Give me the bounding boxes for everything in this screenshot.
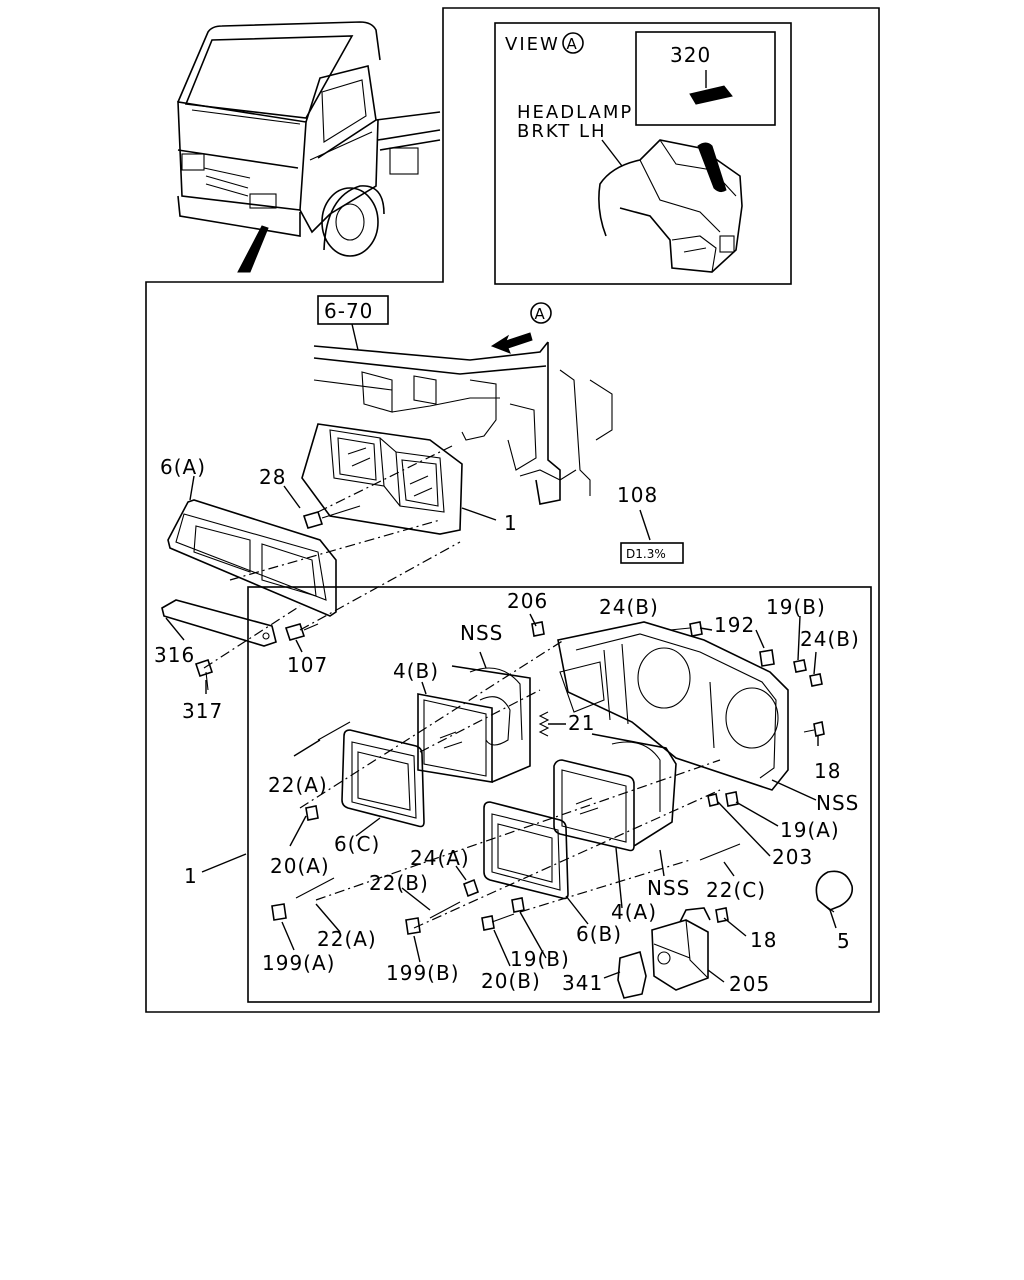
- view-letter: A: [567, 35, 578, 53]
- diagram-frames: [145, 7, 880, 1013]
- label-205: 205: [729, 972, 770, 996]
- label-24a: 24(A): [410, 846, 470, 870]
- label-5: 5: [837, 929, 851, 953]
- upper-assembly: 6-70 A: [161, 295, 684, 691]
- label-199a: 199(A): [262, 951, 335, 975]
- label-nss-c: NSS: [647, 876, 690, 900]
- label-6c: 6(C): [334, 832, 380, 856]
- label-4a: 4(A): [611, 900, 657, 924]
- sticker-108: [620, 542, 684, 564]
- ref-box-label: 6-70: [324, 299, 373, 323]
- label-4b: 4(B): [393, 659, 439, 683]
- sticker-108-text: D1.3%: [626, 547, 666, 561]
- label-nss-a: NSS: [460, 621, 503, 645]
- label-18-b: 18: [750, 928, 777, 952]
- bracket-label-line1: HEADLAMP: [517, 102, 633, 123]
- label-341: 341: [562, 971, 603, 995]
- label-108: 108: [617, 483, 658, 507]
- label-21: 21: [568, 711, 595, 735]
- label-199b: 199(B): [386, 961, 460, 985]
- view-a-detail: VIEW A 320 HEADLAMP BRKT LH: [505, 31, 776, 273]
- label-206: 206: [507, 589, 548, 613]
- label-192: 192: [714, 613, 755, 637]
- truck-overview-illustration: [177, 21, 441, 273]
- label-203: 203: [772, 845, 813, 869]
- label-1-lower: 1: [184, 864, 198, 888]
- lower-assembly: [271, 621, 854, 999]
- label-6b: 6(B): [576, 922, 622, 946]
- label-18-a: 18: [814, 759, 841, 783]
- label-28: 28: [259, 465, 286, 489]
- label-19b-b: 19(B): [510, 947, 570, 971]
- label-19b-a: 19(B): [766, 595, 826, 619]
- label-317: 317: [182, 699, 223, 723]
- leader-lines: [165, 475, 837, 983]
- view-marker-circle: [530, 302, 552, 324]
- label-22a-a: 22(A): [268, 773, 328, 797]
- label-6a: 6(A): [160, 455, 206, 479]
- ref-box-6-70: [317, 295, 389, 325]
- label-22b: 22(B): [369, 871, 429, 895]
- view-label: VIEW: [505, 34, 560, 55]
- label-20a: 20(A): [270, 854, 330, 878]
- label-22a-b: 22(A): [317, 927, 377, 951]
- label-1-upper: 1: [504, 511, 518, 535]
- label-20b: 20(B): [481, 969, 541, 993]
- label-19a: 19(A): [780, 818, 840, 842]
- label-22c: 22(C): [706, 878, 766, 902]
- label-24b-a: 24(B): [599, 595, 659, 619]
- view-letter-circle: [562, 32, 584, 54]
- view-marker-letter: A: [535, 305, 546, 323]
- bracket-label-line2: BRKT LH: [517, 121, 607, 142]
- label-107: 107: [287, 653, 328, 677]
- part-labels: 6(A) 28 1 108 316 107 317 206 24(B) 192 …: [154, 455, 860, 996]
- bulb-5: [815, 870, 854, 911]
- label-24b-b: 24(B): [800, 627, 860, 651]
- label-316: 316: [154, 643, 195, 667]
- label-sticker-320: [689, 85, 733, 105]
- label-nss-b: NSS: [816, 791, 859, 815]
- label-320: 320: [670, 43, 711, 67]
- part-320-inset: [635, 31, 776, 126]
- view-direction-arrow: [490, 332, 533, 354]
